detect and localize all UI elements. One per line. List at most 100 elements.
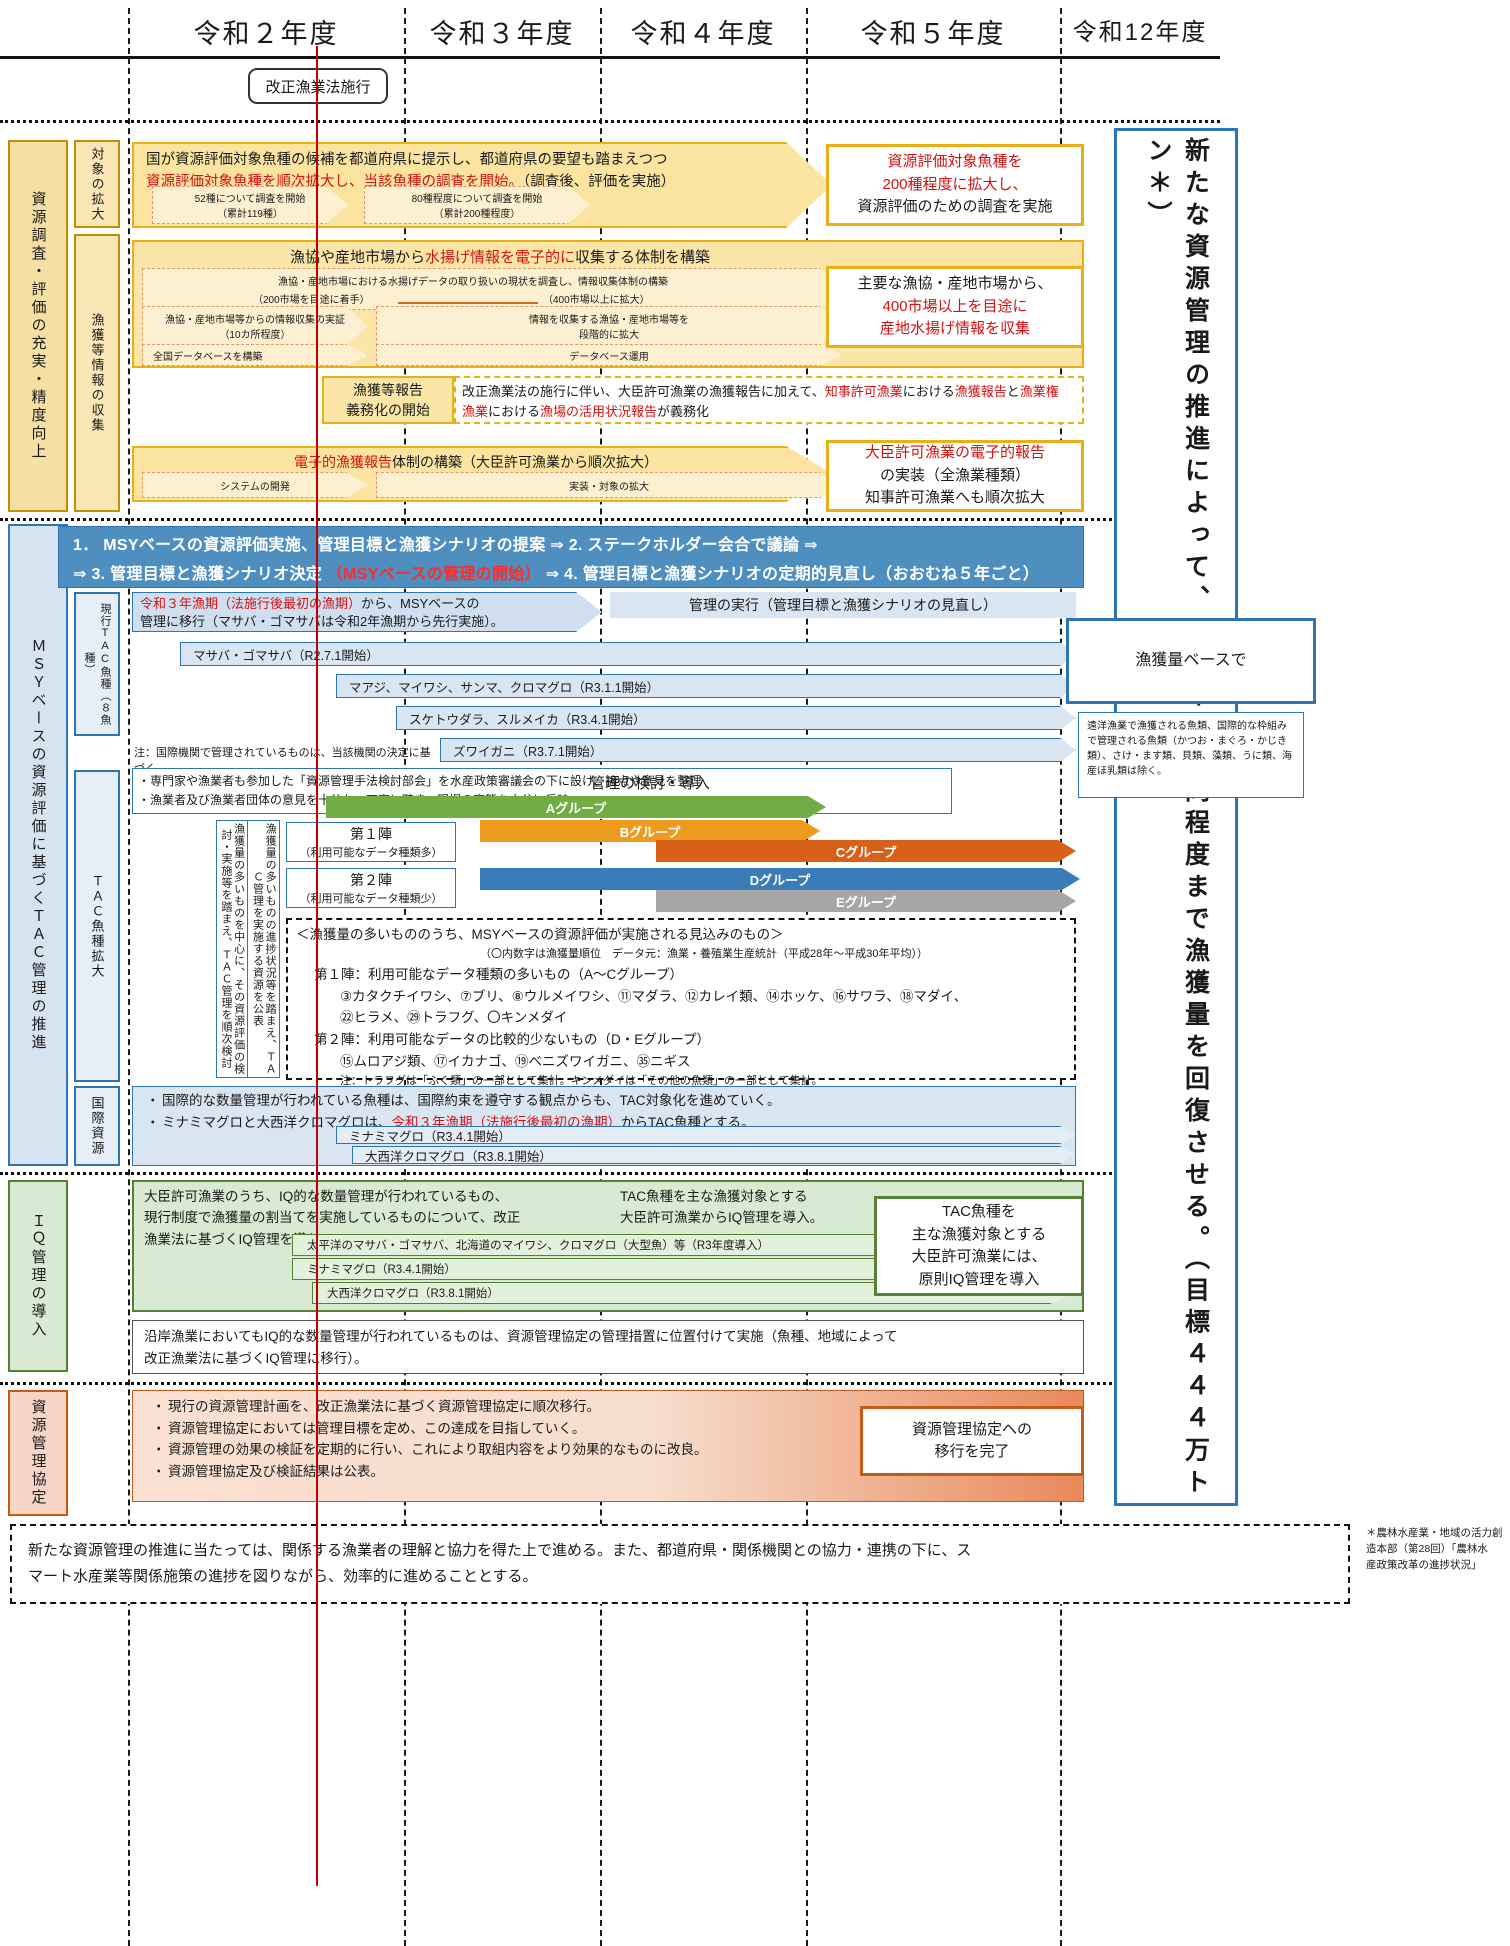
ereport-sub2: 実装・対象の拡大 (376, 472, 842, 498)
footer-note-l3: 産政策改革の進捗状況」 (1366, 1558, 1482, 1571)
sub2-line2: （累計200種程度） (433, 209, 521, 220)
intl-b2-red: 令和３年漁期（法施行後最初の漁期） (391, 1114, 622, 1130)
footer-note: ＊農林水産業・地域の活力創 造本部（第28回）「農林水 産政策改革の進捗状況」 (1366, 1526, 1506, 1573)
ct-left-l2: 管理に移行（マサバ・ゴマサバは令和2年漁期から先行実施）。 (140, 614, 504, 630)
ereport-sub2-label: 実装・対象の拡大 (569, 481, 649, 493)
catch-row2-left-l1: 漁協・産地市場等からの情報収集の実証 (165, 315, 345, 326)
catch-row3-left-label: 全国データベースを構築 (153, 351, 263, 363)
wave1-box: 第１陣 （利用可能なデータ種類多） (286, 822, 456, 862)
catch-row3-left: 全国データベースを構築 (142, 344, 368, 366)
row-label-catch-info: 漁獲等情報の収集 (74, 234, 120, 512)
catch-row1-left: （200市場を目途に着手） (253, 295, 370, 306)
list-w1-head: 第１陣：利用可能なデータ種類の多いもの（A～Cグループ） (314, 966, 683, 982)
group-bar-c: Cグループ (656, 840, 1076, 862)
agreement-bullets: 現行の資源管理計画を、改正漁業法に基づく資源管理協定に順次移行。 資源管理協定に… (152, 1396, 852, 1482)
ct-left-l1-rest: から、MSYベースの (361, 596, 480, 611)
target-expansion-line1: 国が資源評価対象魚種の候補を都道府県に提示し、都道府県の要望も踏まえつつ (146, 152, 668, 168)
law-enforcement-line (316, 46, 318, 1886)
msy-l2a: ⇒ 3. 管理目標と漁獲シナリオ決定 (73, 565, 327, 583)
agreement-b1: 現行の資源管理計画を、改正漁業法に基づく資源管理協定に順次移行。 (152, 1396, 852, 1418)
report-duty-badge-l1: 漁獲等報告 (353, 382, 423, 398)
callout-iq: TAC魚種を 主な漁獲対象とする 大臣許可漁業には、 原則IQ管理を導入 (874, 1196, 1084, 1296)
iq-left-l1: 大臣許可漁業のうち、IQ的な数量管理が行われているもの、 (144, 1189, 509, 1204)
target-expansion-sub2: 80種程度について調査を開始 （累計200種程度） (364, 186, 590, 224)
callout-400-markets: 主要な漁協・産地市場から、 400市場以上を目途に 産地水揚げ情報を収集 (826, 266, 1084, 348)
row-label-current-tac: 現行TAC魚種（８魚種） (74, 592, 120, 736)
ereport-title: 電子的漁獲報告体制の構築（大臣許可漁業から順次拡大） (146, 452, 806, 472)
gridline-r2 (128, 8, 130, 1946)
list-note: 注：トラフグは「ふぐ類」の一部として集計。キンメダイは「その他の魚類」の一部とし… (340, 1074, 823, 1087)
iq-right-l2: 大臣許可漁業からIQ管理を導入。 (620, 1210, 824, 1226)
ereport-title-rest: 体制の構築（大臣許可漁業から順次拡大） (392, 454, 658, 470)
list-w1-l2: ㉒ヒラメ、㉙トラフグ、〇キンメダイ (340, 1010, 568, 1026)
report-duty-body-box (454, 376, 1084, 424)
catch-title-red: 水揚げ情報を電子的に (424, 249, 575, 266)
ereport-sub1-label: システムの開発 (220, 481, 290, 493)
callout-iq-l3: 大臣許可漁業には、 (911, 1248, 1047, 1265)
rule-top (0, 120, 1220, 123)
callout-80-note: 遠洋漁業で漁獲される魚類、国際的な枠組みで管理される魚類（かつお・まぐろ・かじき… (1078, 712, 1304, 798)
callout-ereport-l3: 知事許可漁業へも順次拡大 (864, 489, 1045, 507)
list-w1-l1: ③カタクチイワシ、⑦ブリ、⑧ウルメイワシ、⑪マダラ、⑫カレイ類、⑭ホッケ、⑯サワ… (340, 988, 968, 1004)
callout-agreement-l2: 移行を完了 (934, 1443, 1010, 1460)
callout-iq-l1: TAC魚種を (942, 1203, 1016, 1220)
sub2-line1: 80種程度について調査を開始 (411, 194, 543, 205)
intl-b2-post: からTAC魚種とする。 (621, 1114, 755, 1130)
msy-l2-hl: （MSYベースの管理の開始） (326, 565, 541, 583)
iq-coastal-l2: 改正漁業法に基づくIQ管理に移行）。 (144, 1350, 368, 1366)
target-expansion-text: 国が資源評価対象魚種の候補を都道府県に提示し、都道府県の要望も踏まえつつ 資源評… (146, 150, 786, 194)
catch-row2-right: 情報を収集する漁協・産地市場等を 段階的に拡大 (376, 306, 842, 346)
footer-box: 新たな資源管理の推進に当たっては、関係する漁業者の理解と協力を得た上で進める。ま… (10, 1524, 1350, 1604)
rd-l2-post: が義務化 (657, 403, 710, 419)
row-label-tac-expand: ＴＡＣ魚種拡大 (74, 770, 120, 1082)
rd-l1-red2: 漁獲報告 (954, 384, 1007, 399)
ereport-sub1: システムの開発 (142, 472, 368, 498)
callout-200-l2: 200種程度に拡大し、 (882, 175, 1028, 193)
callout-iq-l4: 原則IQ管理を導入 (918, 1270, 1040, 1288)
callout-80-l1: 漁獲量ベースで (1135, 652, 1247, 669)
section-label-agreement: 資源管理協定 (8, 1390, 68, 1516)
callout-ereport-l1: 大臣許可漁業の電子的報告 (864, 444, 1045, 462)
law-enforcement-badge: 改正漁業法施行 (248, 68, 388, 104)
report-duty-badge: 漁獲等報告 義務化の開始 (322, 376, 454, 424)
rd-l1-pre: 改正漁業法の施行に伴い、大臣許可漁業の漁獲報告に加えて、 (462, 384, 825, 399)
msy-l2b: ⇒ 4. 管理目標と漁獲シナリオの定期的見直し（おおむね５年ごと） (540, 565, 1040, 583)
rule-section4-top (0, 1382, 1220, 1385)
tac-expand-vlabel-b: 漁獲量の多いものの進捗状況等を踏まえ、ＴＡＣ管理を実施する資源を公表 (248, 820, 280, 1078)
wave2-box: 第２陣 （利用可能なデータ種類少） (286, 868, 456, 908)
tac-expand-vlabel-a: 漁獲量の多いものを中心に、その資源評価の検討・実施等を踏まえ、ＴＡＣ管理を順次検… (216, 820, 248, 1078)
header-rule (0, 56, 1220, 59)
catch-row2-right-l2: 段階的に拡大 (579, 330, 639, 341)
callout-200-l3: 資源評価のための調査を実施 (857, 198, 1053, 216)
wave1-l2: （利用可能なデータ種類多） (299, 847, 443, 859)
msy-process-l1: 1． MSYベースの資源評価実施、管理目標と漁獲シナリオの提案 ⇒ 2. ステー… (73, 536, 818, 554)
ereport-title-red: 電子的漁獲報告 (294, 454, 392, 470)
footer-l2: マート水産業等関係施策の進捗を図りながら、効率的に進めることとする。 (28, 1567, 538, 1585)
list-w2-l1: ⑮ムロアジ類、⑰イカナゴ、⑲ベニズワイガニ、㉟ニギス (340, 1054, 691, 1070)
target-expansion-line2-red: 資源評価対象魚種を順次拡大し、当該魚種の調査を開始。 (146, 173, 523, 190)
target-expansion-sub1: 52種について調査を開始 （累計119種） (152, 186, 348, 224)
list-sub: （〇内数字は漁獲量順位 データ元：漁業・養殖業生産統計（平成28年～平成30年平… (480, 947, 928, 960)
iq-left-text: 大臣許可漁業のうち、IQ的な数量管理が行われているもの、 現行制度で漁獲量の割当… (144, 1186, 604, 1250)
sub1-line1: 52種について調査を開始 (194, 194, 306, 205)
rule-section2-top (0, 518, 1220, 521)
row-label-international: 国際資源 (74, 1086, 120, 1166)
callout-400-l2: 400市場以上を目途に (882, 297, 1028, 315)
rd-l2-red2: 漁場の活用状況報告 (540, 403, 658, 419)
callout-iq-l2: 主な漁獲対象とする (911, 1225, 1047, 1243)
footer-note-l2: 造本部（第28回）「農林水 (1366, 1542, 1488, 1555)
wave2-l1: 第２陣 (350, 872, 392, 888)
group-bar-a: Aグループ (326, 796, 826, 818)
ct-left-l1-red: 令和３年漁期（法施行後最初の漁期） (140, 596, 362, 611)
agreement-b4: 資源管理協定及び検証結果は公表。 (152, 1461, 852, 1483)
section-label-resource-survey: 資源調査・評価の充実・精度向上 (8, 140, 68, 512)
rd-l1-red3: 漁業権 (1019, 384, 1059, 399)
iq-coastal-text: 沿岸漁業においてもIQ的な数量管理が行われているものは、資源管理協定の管理措置に… (144, 1326, 1074, 1369)
rd-l1-mid: における (902, 384, 955, 399)
iq-coastal-l1: 沿岸漁業においてもIQ的な数量管理が行われているものは、資源管理協定の管理措置に… (144, 1329, 898, 1344)
current-tac-left-note (132, 592, 602, 632)
catch-row3-right: データベース運用 (376, 344, 842, 366)
committee-l1: ・専門家や漁業者も参加した「資源管理手法検討部会」を水産政策審議会の下に設け、論… (138, 774, 702, 788)
intl-bar-2: 大西洋クロマグロ（R3.8.1開始） (352, 1146, 1076, 1164)
intl-b2-pre: ミナミマグロと大西洋クロマグロは、 (162, 1114, 392, 1130)
